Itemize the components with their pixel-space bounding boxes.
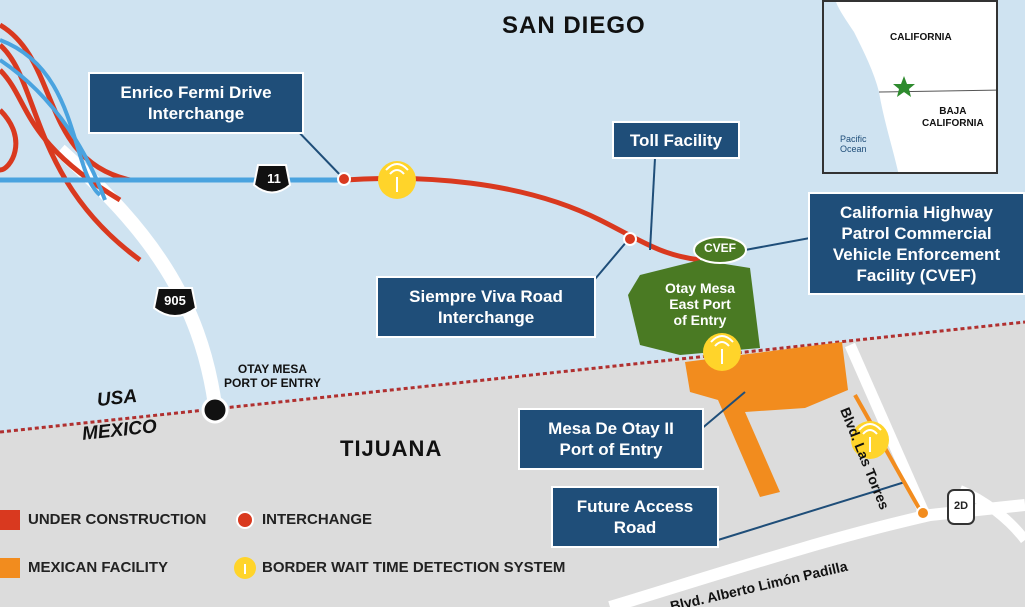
label-usa: USA [95,385,139,412]
leader-siempre [589,239,629,286]
mx-route-shield [947,489,975,525]
otay-mesa-east-poe [628,260,760,355]
inset-canvas [824,2,996,172]
inset-map: CALIFORNIA BAJA CALIFORNIA Pacific Ocean [822,0,998,174]
blvd-limon-road [608,499,1025,607]
callout-cvef: California Highway Patrol Commercial Veh… [808,192,1025,295]
route-11-number: 11 [267,171,281,186]
legend-interchange: INTERCHANGE [262,511,373,528]
route-11-shield [252,164,292,194]
leader-cvef [744,237,811,251]
leader-mesa-otay [699,391,746,431]
interchange-ramp-blue-2 [0,58,107,201]
interchange-dot-siempre [623,232,637,246]
otay-mesa-poe-dot [201,396,229,424]
interchange-ramp-4 [0,108,19,173]
legend-under-construction: UNDER CONSTRUCTION [28,511,207,528]
leader-future-road [717,481,906,541]
interchange-dot-enrico [337,172,351,186]
legend-wait-time: BORDER WAIT TIME DETECTION SYSTEM [262,559,566,576]
callout-siempre-viva: Siempre Viva Road Interchange [376,276,596,338]
label-tijuana: TIJUANA [340,436,443,461]
callout-mesa-de-otay: Mesa De Otay II Port of Entry [518,408,704,470]
route-905-shield [152,287,198,317]
inset-label-pacific: Pacific Ocean [840,134,867,154]
callout-enrico-fermi: Enrico Fermi Drive Interchange [88,72,304,134]
mx-route-number: 2D [953,500,969,512]
legend-mexican-facility: MEXICAN FACILITY [28,559,169,576]
cvef-tag-label: CVEF [703,241,736,255]
leader-toll [649,157,656,251]
cvef-tag-shape [693,236,747,264]
mexican-facility [685,342,848,497]
sensor-icon-3 [851,421,889,459]
label-san-diego: SAN DIEGO [502,12,646,39]
east-poe-label: Otay Mesa East Port of Entry [664,280,736,328]
legend-dot-interchange [236,511,254,529]
sensor-icon-1 [378,161,416,199]
future-access-road [853,394,922,511]
callout-toll-facility: Toll Facility [612,121,740,159]
inset-star-icon [893,76,915,97]
label-otay-mesa-poe: OTAY MESA PORT OF ENTRY [224,362,321,390]
callout-future-access-road: Future Access Road [551,486,719,548]
interchange-dot-future [916,506,930,520]
sensor-icon-2 [703,333,741,371]
interchange-ramp-blue-1 [0,38,102,197]
route-905-number: 905 [164,293,186,308]
legend-sensor-icon [234,557,256,579]
inset-label-california: CALIFORNIA [890,32,952,43]
legend-swatch-mexican [0,558,20,578]
legend-swatch-construction [0,510,20,530]
inset-label-baja: BAJA CALIFORNIA [922,106,984,129]
international-border [0,320,1025,434]
blvd-las-torres-road [844,342,931,518]
